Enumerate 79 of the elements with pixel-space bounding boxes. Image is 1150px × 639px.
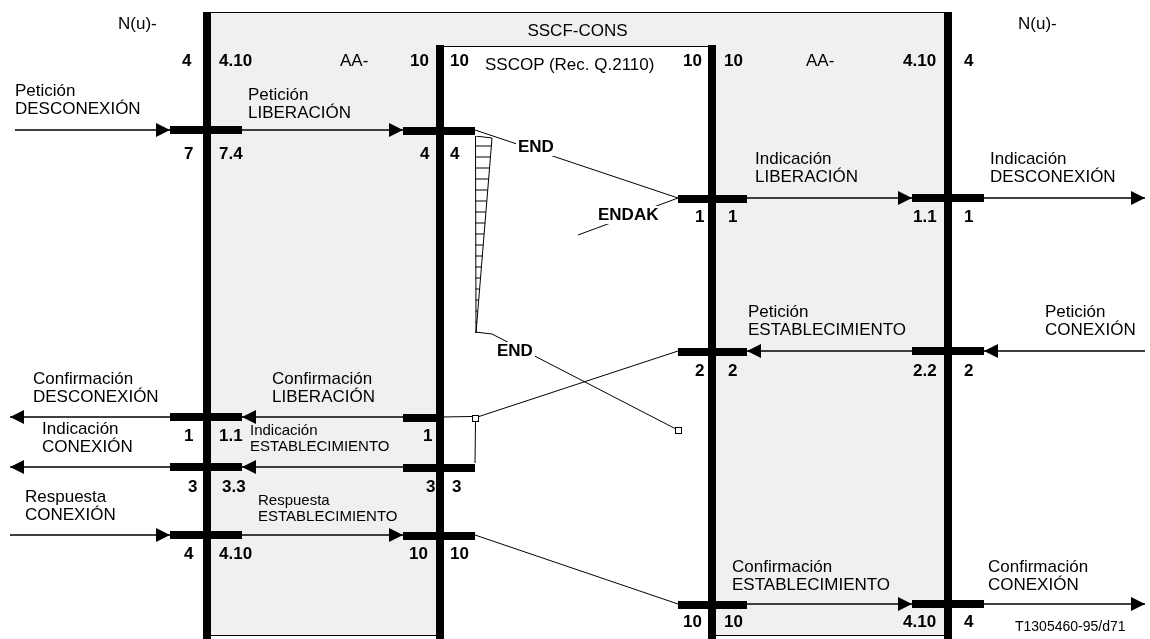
state-number: 2 [695,362,705,380]
state-number: 4.10 [903,52,937,70]
state-number: 10 [683,52,702,70]
state-number: 1 [964,208,974,226]
edge-label: Confirmación LIBERACIÓN [272,370,375,406]
edge-label: Indicación LIBERACIÓN [755,150,858,186]
arrow [983,191,1146,205]
state-number: 3 [452,478,462,496]
edge-label: Confirmación ESTABLECIMIENTO [732,558,891,594]
state-number: 10 [410,52,429,70]
state-number: 7 [184,145,194,163]
edge-label: Respuesta ESTABLECIMIENTO [258,492,398,524]
arrow [746,191,913,205]
state-number: 2 [964,362,974,380]
edge-label: Petición CONEXIÓN [1045,303,1136,339]
connector-line [478,350,679,417]
state-number: 4.10 [219,52,253,70]
arrow [241,528,404,542]
arrow [746,597,913,611]
state-number: 2 [728,362,738,380]
state-number: 10 [450,545,469,563]
edge-label: Confirmación DESCONEXIÓN [33,370,159,406]
arrow [983,344,1146,358]
edge-label: END [516,138,556,156]
lifeline-label: N(u)- [1018,15,1057,33]
arrow [241,410,404,424]
lifeline-label: AA- [806,52,835,70]
state-number: 10 [724,52,743,70]
edge-label: Petición DESCONEXIÓN [15,82,141,118]
connector-line [474,419,476,464]
lost-message-marker [472,415,479,422]
arrow [746,344,913,358]
edge-label: Petición LIBERACIÓN [248,86,351,122]
edge-label: Indicación CONEXIÓN [42,420,133,456]
state-number: 4 [420,145,430,163]
state-number: 3 [188,478,198,496]
state-number: 4.10 [219,545,253,563]
state-number: 1 [184,427,194,445]
state-number: 2.2 [913,362,937,380]
arrow [9,410,171,424]
edge-label: Petición ESTABLECIMIENTO [748,303,907,339]
edge-label: Respuesta CONEXIÓN [25,488,116,524]
lifeline-label: N(u)- [118,15,157,33]
figure-id: T1305460-95/d71 [1015,617,1126,635]
arrow [9,460,171,474]
state-number: 1.1 [913,208,937,226]
state-number: 4 [450,145,460,163]
state-number: 1 [695,208,705,226]
box-title: SSCOP (Rec. Q.2110) [485,55,655,75]
state-number: 7.4 [219,145,243,163]
edge-label: END [495,342,535,360]
state-number: 10 [683,613,702,631]
timer-drawing [475,136,493,334]
state-number: 1 [423,427,433,445]
state-number: 10 [450,52,469,70]
state-number: 3.3 [222,478,246,496]
arrow [14,123,171,137]
arrow [241,123,404,137]
arrow [983,597,1146,611]
state-number: 4 [184,545,194,563]
state-number: 3 [426,478,436,496]
arrow [9,528,171,542]
state-number: 1 [728,208,738,226]
state-number: 4 [182,52,192,70]
lost-message-marker [675,427,682,434]
lifeline-label: AA- [340,52,369,70]
arrow [241,460,404,474]
state-number: 4 [964,613,974,631]
state-number: 4 [964,52,974,70]
connector-line [474,534,679,605]
edge-label: Confirmación CONEXIÓN [988,558,1089,594]
state-number: 1.1 [219,427,243,445]
edge-label: Indicación ESTABLECIMIENTO [250,422,390,454]
edge-label: Indicación DESCONEXIÓN [990,150,1116,186]
edge-label: ENDAK [596,206,661,224]
group-title: SSCF-CONS [526,21,629,41]
state-number: 4.10 [903,613,937,631]
state-number: 10 [409,545,428,563]
state-number: 10 [724,613,743,631]
